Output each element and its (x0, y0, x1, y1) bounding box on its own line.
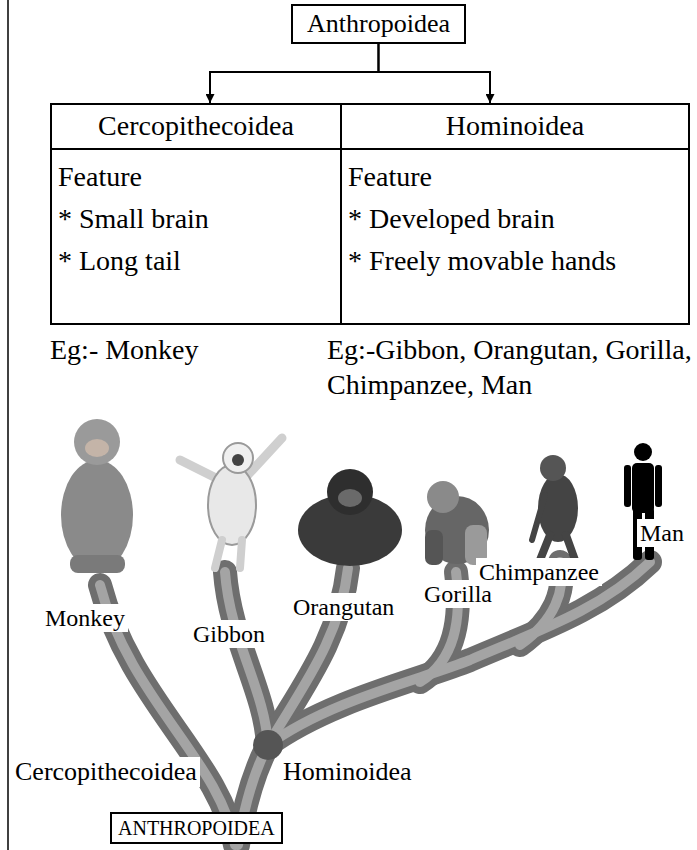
node-text: Cercopithecoidea (52, 105, 340, 146)
node-text: Anthropoidea (293, 6, 464, 42)
species-label: Chimpanzee (476, 558, 602, 586)
node-text: Feature (58, 156, 334, 198)
example-text: Eg:- Monkey (50, 332, 199, 367)
gorilla-figure (425, 481, 489, 565)
feature-cell: Feature* Small brain* Long tail (50, 148, 342, 325)
tree-branches (100, 562, 650, 845)
branch-junction (253, 730, 283, 760)
species-label: Monkey (42, 604, 128, 632)
table-header-cell: Cercopithecoidea (50, 103, 342, 150)
example-text: Eg:-Gibbon, Orangutan, Gorilla, Chimpanz… (327, 332, 694, 402)
gibbon-figure (180, 438, 282, 568)
group-label: Hominoidea (280, 757, 415, 787)
node-text: Hominoidea (342, 105, 688, 146)
species-label: Gibbon (190, 620, 268, 648)
node-body-text: * Developed brain (348, 198, 682, 240)
orangutan-figure (298, 469, 402, 566)
group-box: Anthropoidea (291, 4, 466, 44)
node-body-text: * Small brain (58, 198, 334, 240)
monkey-figure (61, 419, 133, 573)
feature-cell: Feature* Developed brain* Freely movable… (340, 148, 690, 325)
species-label: Man (637, 519, 687, 547)
node-text: ANTHROPOIDEA (112, 814, 281, 842)
branch-arrow (210, 44, 378, 103)
root-box: ANTHROPOIDEA (110, 812, 283, 844)
page-border-line (7, 0, 9, 850)
branch-arrow (378, 44, 490, 103)
node-body-text: * Long tail (58, 240, 334, 282)
node-body-text: * Freely movable hands (348, 240, 682, 282)
table-header-cell: Hominoidea (340, 103, 690, 150)
group-label: Cercopithecoidea (12, 757, 200, 787)
species-label: Orangutan (290, 593, 397, 621)
node-text: Feature (348, 156, 682, 198)
chimpanzee-figure (532, 455, 578, 560)
